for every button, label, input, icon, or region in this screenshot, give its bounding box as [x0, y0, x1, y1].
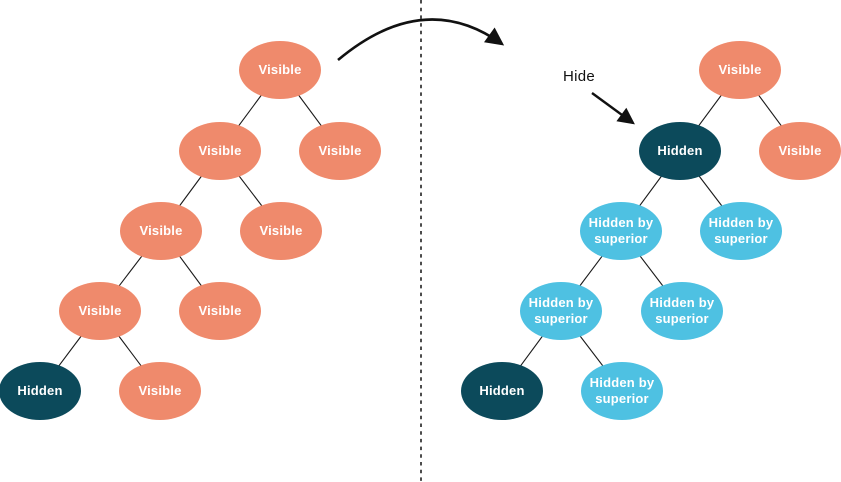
left-tree-node-hidden: Hidden — [0, 362, 81, 420]
left-tree-node-visible: Visible — [299, 122, 381, 180]
left-tree-node-visible: Visible — [179, 122, 261, 180]
left-tree-node-visible: Visible — [179, 282, 261, 340]
right-tree-node-hidden-by-superior: Hidden by superior — [520, 282, 602, 340]
right-tree-node-visible: Visible — [759, 122, 841, 180]
left-tree-node-visible: Visible — [119, 362, 201, 420]
right-tree-node-hidden-by-superior: Hidden by superior — [641, 282, 723, 340]
left-tree-node-visible: Visible — [120, 202, 202, 260]
right-tree-node-hidden-by-superior: Hidden by superior — [700, 202, 782, 260]
right-tree-node-hidden-by-superior: Hidden by superior — [580, 202, 662, 260]
right-tree-node-hidden: Hidden — [639, 122, 721, 180]
hide-label: Hide — [563, 68, 596, 85]
right-tree-node-hidden-by-superior: Hidden by superior — [581, 362, 663, 420]
right-tree-node-hidden: Hidden — [461, 362, 543, 420]
left-tree-node-visible: Visible — [59, 282, 141, 340]
transform-arrow-icon — [337, 18, 505, 61]
left-tree-node-visible: Visible — [240, 202, 322, 260]
right-tree-node-visible: Visible — [699, 41, 781, 99]
left-tree-node-visible: Visible — [239, 41, 321, 99]
hide-arrow-icon — [591, 92, 635, 125]
